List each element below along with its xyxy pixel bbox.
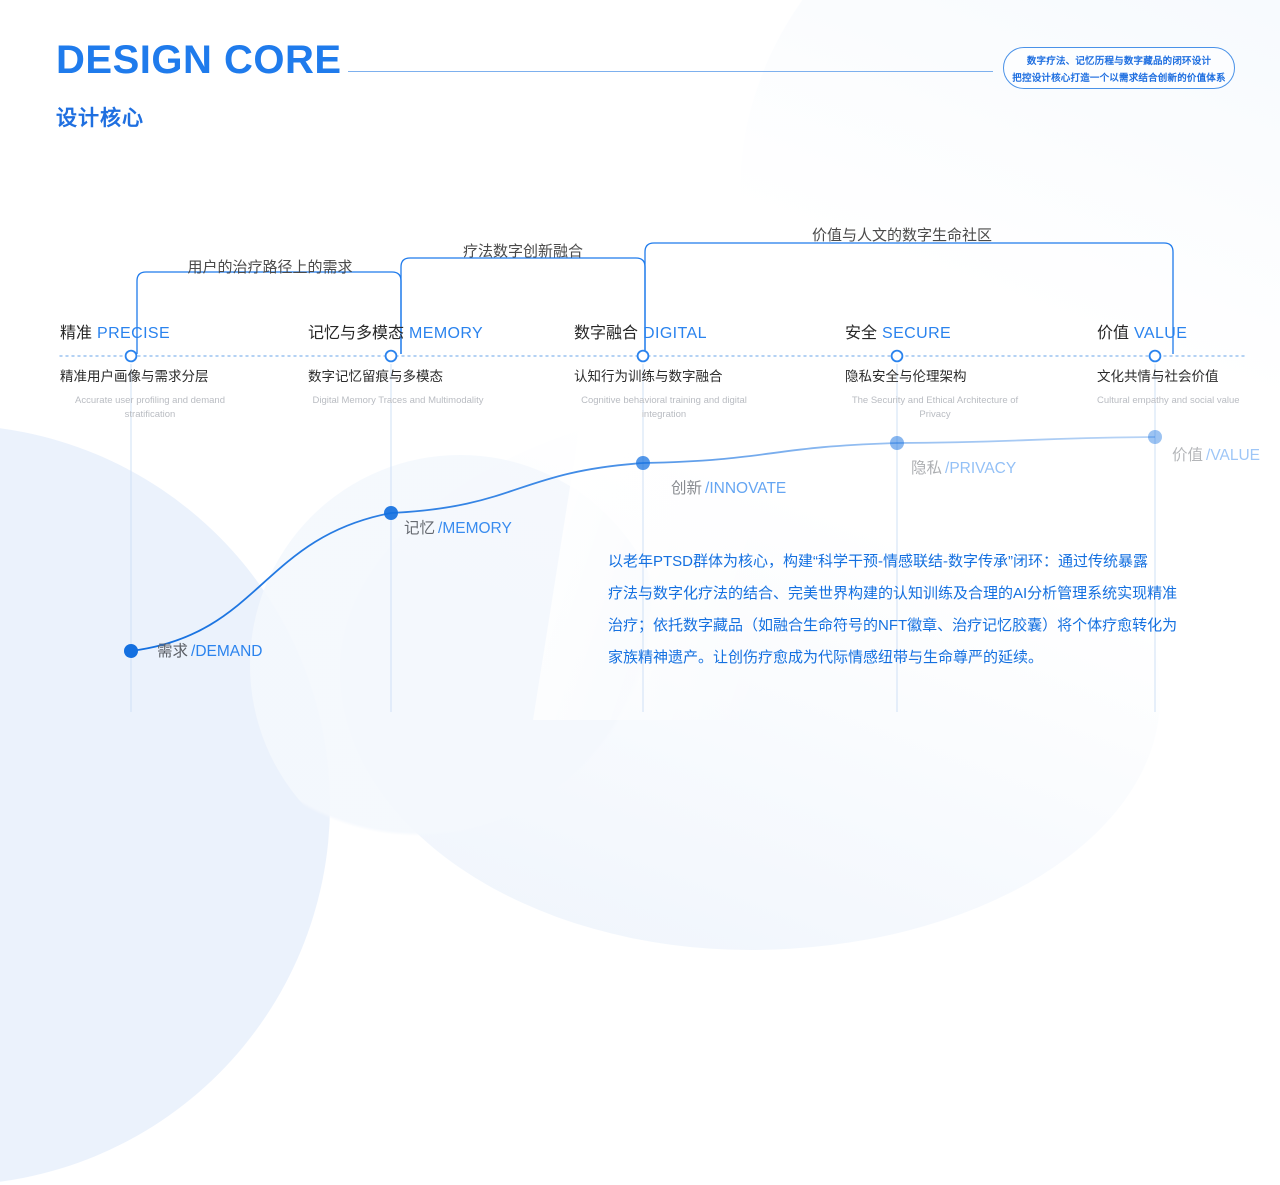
paragraph-line-1: 以老年PTSD群体为核心，构建“科学干预-情感联结-数字传承”闭环：通过传统暴露 [608,553,1148,570]
curve-point-2 [384,506,398,520]
curve-label-cn: 价值 [1172,447,1204,464]
curve-point-5 [1148,430,1162,444]
paragraph-line-4: 家族精神遗产。让创伤疗愈成为代际情感纽带与生命尊严的延续。 [608,649,1044,666]
summary-badge: 数字疗法、记忆历程与数字藏品的闭环设计 把控设计核心打造一个以需求结合创新的价值… [1003,47,1235,89]
curve-label-1: 需求/DEMAND [157,644,263,660]
curve-label-en: /MEMORY [438,520,512,537]
column-heading-en: DIGITAL [643,325,707,342]
column-heading-cn: 数字融合 [574,325,639,342]
curve-label-en: /DEMAND [191,643,263,660]
curve-label-en: /VALUE [1206,447,1261,464]
column-description: 精准用户画像与需求分层 [60,369,209,384]
badge-line-1: 数字疗法、记忆历程与数字藏品的闭环设计 [1026,55,1212,67]
diagram-vectors [59,242,1249,712]
column-heading-cn: 精准 [60,325,93,342]
paragraph-line-2: 疗法与数字化疗法的结合、完美世界构建的认知训练及合理的AI分析管理系统实现精准 [608,585,1178,602]
curve-label-cn: 创新 [671,480,703,497]
column-description-en: Digital Memory Traces and Multimodality [312,394,484,406]
curve-point-1 [124,644,138,658]
axis-marker-2 [384,349,398,363]
curve-label-en: /PRIVACY [945,460,1017,477]
curve-label-2: 记忆/MEMORY [404,521,512,537]
page-subtitle: 设计核心 [56,107,144,130]
column-heading-en: PRECISE [97,325,171,342]
column-heading-cn: 记忆与多模态 [308,325,405,342]
bracket-3 [644,242,1174,354]
curve-label-4: 隐私/PRIVACY [911,461,1016,477]
column-heading-cn: 价值 [1097,325,1130,342]
column-heading-cn: 安全 [845,325,878,342]
column-heading-en: VALUE [1134,325,1188,342]
curve-label-3: 创新/INNOVATE [671,481,786,497]
axis-marker-1 [124,349,138,363]
curve-label-cn: 记忆 [404,520,436,537]
column-heading-en: MEMORY [409,325,484,342]
summary-paragraph: 以老年PTSD群体为核心，构建“科学干预-情感联结-数字传承”闭环：通过传统暴露… [608,546,1236,674]
column-description-en: Accurate user profiling and demand strat… [75,394,225,420]
curve-label-en: /INNOVATE [705,480,787,497]
bracket-label-2: 疗法数字创新融合 [462,243,584,260]
column-description-en: Cultural empathy and social value [1097,394,1240,406]
curve-label-cn: 隐私 [911,460,943,477]
bracket-label-3: 价值与人文的数字生命社区 [811,227,993,244]
column-description: 文化共情与社会价值 [1097,369,1219,384]
curve-label-cn: 需求 [157,643,189,660]
page-header: DESIGN CORE 设计核心 [56,40,342,132]
paragraph-line-3: 治疗；依托数字藏品（如融合生命符号的NFT徽章、治疗记忆胶囊）将个体疗愈转化为 [608,617,1178,634]
axis-marker-3 [636,349,650,363]
axis-marker-4 [890,349,904,363]
badge-line-2: 把控设计核心打造一个以需求结合创新的价值体系 [1012,72,1226,84]
axis-marker-5 [1148,349,1162,363]
column-description: 认知行为训练与数字融合 [574,369,723,384]
column-heading-en: SECURE [882,325,952,342]
title-divider [348,71,993,72]
column-description-en: The Security and Ethical Architecture of… [851,394,1019,420]
curve-label-5: 价值/VALUE [1172,448,1260,464]
column-description: 隐私安全与伦理架构 [845,369,967,384]
curve-point-3 [636,456,650,470]
bracket-label-1: 用户的治疗路径上的需求 [187,259,353,276]
page-title: DESIGN CORE [56,38,342,82]
column-description: 数字记忆留痕与多模态 [308,369,443,384]
curve-point-4 [890,436,904,450]
column-description-en: Cognitive behavioral training and digita… [581,394,747,420]
